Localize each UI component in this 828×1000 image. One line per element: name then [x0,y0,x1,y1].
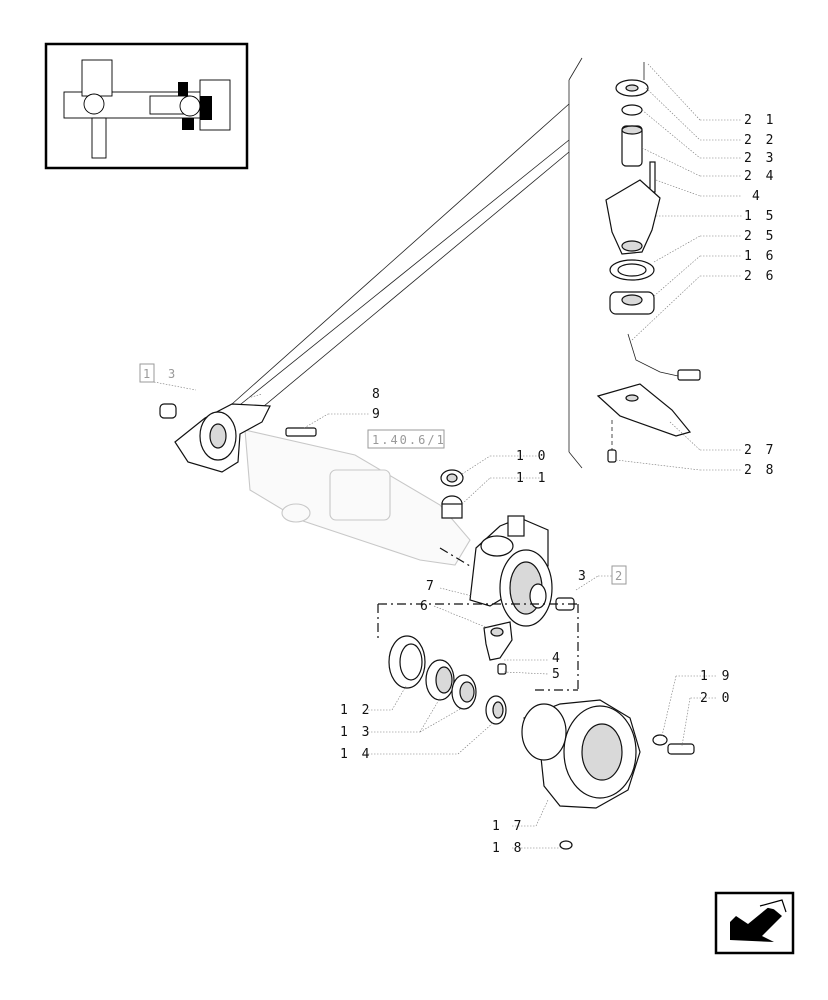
ref-box-1-3[interactable]: 1 3 [139,363,197,391]
callout-21[interactable]: 2 1 [744,113,776,128]
callout-28[interactable]: 2 8 [744,463,776,478]
pin-18[interactable] [559,840,573,850]
callout-5[interactable]: 5 [552,667,563,682]
bearing-14[interactable] [485,695,507,725]
bearing-13[interactable] [425,659,455,701]
callout-18[interactable]: 1 8 [492,841,524,856]
page-ref-label: 1.40.6/1 [372,433,446,447]
axle-assembly-thumbnail-icon[interactable] [44,42,249,170]
wheel-hub-17[interactable] [521,699,641,809]
callout-25[interactable]: 2 5 [744,229,776,244]
ring-25[interactable] [609,259,655,281]
seal-10[interactable] [440,469,464,487]
callout-27[interactable]: 2 7 [744,443,776,458]
cover-plate-27[interactable] [596,383,692,437]
axle-housing-ghost [244,429,471,566]
callout-13[interactable]: 1 3 [340,725,372,740]
stud-19[interactable] [652,734,668,746]
callout-3[interactable]: 3 [578,569,589,584]
bearing-16[interactable] [609,291,655,315]
sensor-24[interactable] [621,125,643,167]
callout-19[interactable]: 1 9 [700,669,732,684]
right-hub-carrier[interactable] [469,515,553,627]
screw-9[interactable] [285,427,317,437]
screw-28[interactable] [607,420,617,463]
callout-labels: 2 1 2 2 2 3 2 4 4 1 5 2 5 1 6 2 6 2 7 2 … [340,113,776,856]
callout-7[interactable]: 7 [426,579,437,594]
bush-11[interactable] [441,495,463,519]
callout-4-hub[interactable]: 4 [552,651,563,666]
callout-16[interactable]: 1 6 [744,249,776,264]
callout-24[interactable]: 2 4 [744,169,776,184]
callout-6[interactable]: 6 [420,599,431,614]
callout-4-top[interactable]: 4 [752,189,763,204]
bolt-4[interactable] [649,161,656,193]
left-steering-knuckle[interactable] [159,403,271,473]
ref-box-3-label: 3 [168,367,177,381]
callout-20[interactable]: 2 0 [700,691,732,706]
cap-22[interactable] [615,79,649,97]
sensor-cable-26[interactable] [627,333,701,381]
callout-22[interactable]: 2 2 [744,133,776,148]
callout-12[interactable]: 1 2 [340,703,372,718]
callout-26[interactable]: 2 6 [744,269,776,284]
ref-box-2[interactable]: 2 [598,565,627,585]
callout-14[interactable]: 1 4 [340,747,372,762]
housing-15[interactable] [605,179,661,255]
ref-box-1-label: 1 [143,367,152,381]
callout-8[interactable]: 8 [372,387,383,402]
next-page-arrow-icon[interactable] [714,891,795,955]
kingpin-cap-6[interactable] [483,621,513,661]
grease-nipple-5[interactable] [497,663,507,675]
callout-17[interactable]: 1 7 [492,819,524,834]
callout-15[interactable]: 1 5 [744,209,776,224]
leader-lines [247,63,742,849]
callout-23[interactable]: 2 3 [744,151,776,166]
ring-23[interactable] [621,104,643,116]
bolt-20[interactable] [667,743,695,755]
detail-frame-lines [231,57,583,469]
callout-11[interactable]: 1 1 [516,471,548,486]
page-reference[interactable]: 1.40.6/1 [367,429,446,449]
callout-10[interactable]: 1 0 [516,449,548,464]
bearing-13b[interactable] [451,674,477,710]
ref-box-2-label: 2 [615,569,624,583]
callout-9[interactable]: 9 [372,407,383,422]
assembly-group-outline [377,547,579,691]
seal-ring-12[interactable] [388,635,426,689]
